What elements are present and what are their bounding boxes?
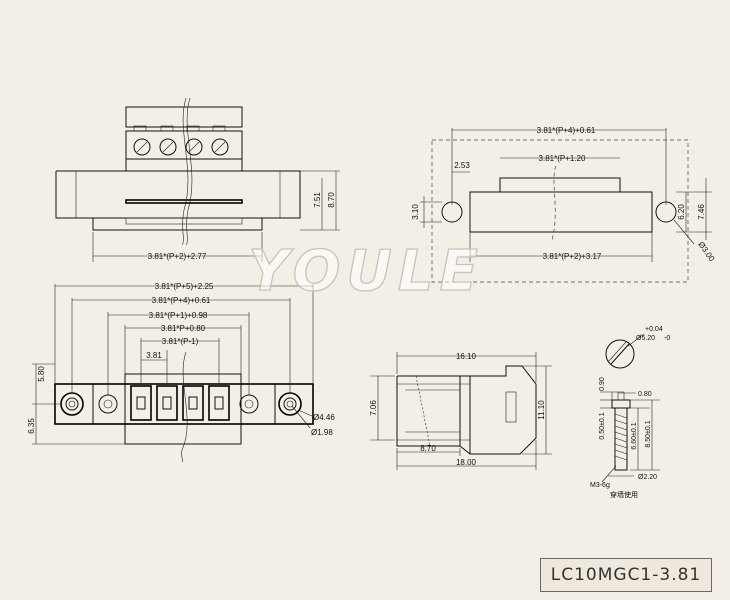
dim-screw-tol-minus: -0 bbox=[664, 335, 670, 342]
dim-cut-left-h: 3.10 bbox=[411, 204, 420, 220]
dim-cut-hole: Ø3.00 bbox=[696, 240, 716, 263]
dim-cut-bottom: 3.81*(P+2)+3.17 bbox=[543, 252, 602, 261]
dim-front-h-bottom: 6.35 bbox=[27, 418, 36, 434]
dim-side-bottom2: 18.00 bbox=[456, 458, 477, 467]
model-label: LC10MGC1-3.81 bbox=[540, 558, 712, 592]
dim-front-5: 3.81*(P-1) bbox=[162, 337, 199, 346]
dim-front-1: 3.81*(P+5)+2.25 bbox=[155, 282, 214, 291]
dim-cut-left: 2.53 bbox=[454, 161, 470, 170]
dim-front-3: 3.81*(P+1)+0.98 bbox=[149, 311, 208, 320]
dim-front-pitch: 3.81 bbox=[146, 351, 162, 360]
dim-side-top: 16.10 bbox=[456, 352, 477, 361]
top-view: 3.81*(P+2)+2.77 7.51 8.70 bbox=[55, 97, 340, 262]
dim-top-width: 3.81*(P+2)+2.77 bbox=[148, 252, 207, 261]
dim-screw-090: 0.90 bbox=[599, 377, 606, 391]
dim-screw-220: Ø2.20 bbox=[638, 474, 657, 481]
dim-screw-050: 0.50±0.1 bbox=[599, 412, 606, 439]
dim-top-h1: 7.51 bbox=[313, 192, 322, 208]
screw-note: 穿墙使用 bbox=[610, 490, 638, 499]
screw-detail: +0.04 Ø5.20 -0 0.90 0.80 0.50±0.1 6.60±0… bbox=[590, 326, 670, 499]
dim-top-h2: 8.70 bbox=[327, 192, 336, 208]
watermark: YOULE bbox=[248, 239, 484, 304]
dim-screw-850: 8.50±0.1 bbox=[645, 420, 652, 447]
dim-front-h-top: 5.80 bbox=[37, 366, 46, 382]
panel-cutout-view: 3.81*(P+4)+0.61 3.81*(P+1.20 2.53 3.81*(… bbox=[411, 126, 717, 283]
dim-cut-right-h1: 6.20 bbox=[677, 204, 686, 220]
dim-screw-080: 0.80 bbox=[638, 391, 652, 398]
dim-front-2: 3.81*(P+4)+0.61 bbox=[152, 296, 211, 305]
terminal-openings bbox=[130, 385, 230, 421]
side-view: 16.10 7.06 11.10 8.70 18.00 bbox=[369, 352, 552, 470]
front-view: 3.81*(P+5)+2.25 3.81*(P+4)+0.61 3.81*(P+… bbox=[27, 282, 335, 463]
dim-screw-660: 6.60±0.1 bbox=[631, 422, 638, 449]
dim-screw-tol-plus: +0.04 bbox=[645, 326, 663, 333]
dim-side-left: 7.06 bbox=[369, 400, 378, 416]
screw-thread: M3-6g bbox=[590, 482, 610, 489]
dim-front-d2: Ø1.98 bbox=[311, 428, 333, 437]
dim-side-bottom1: 8.70 bbox=[420, 444, 436, 453]
dim-cut-inner: 3.81*(P+1.20 bbox=[539, 154, 586, 163]
dim-side-right: 11.10 bbox=[537, 400, 546, 420]
dim-screw-head: Ø5.20 bbox=[636, 335, 655, 342]
dim-front-4: 3.81*P+0.80 bbox=[161, 324, 206, 333]
dim-front-d1: Ø4.46 bbox=[313, 413, 335, 422]
dim-cut-top: 3.81*(P+4)+0.61 bbox=[537, 126, 596, 135]
dim-cut-right-h2: 7.46 bbox=[697, 204, 706, 220]
